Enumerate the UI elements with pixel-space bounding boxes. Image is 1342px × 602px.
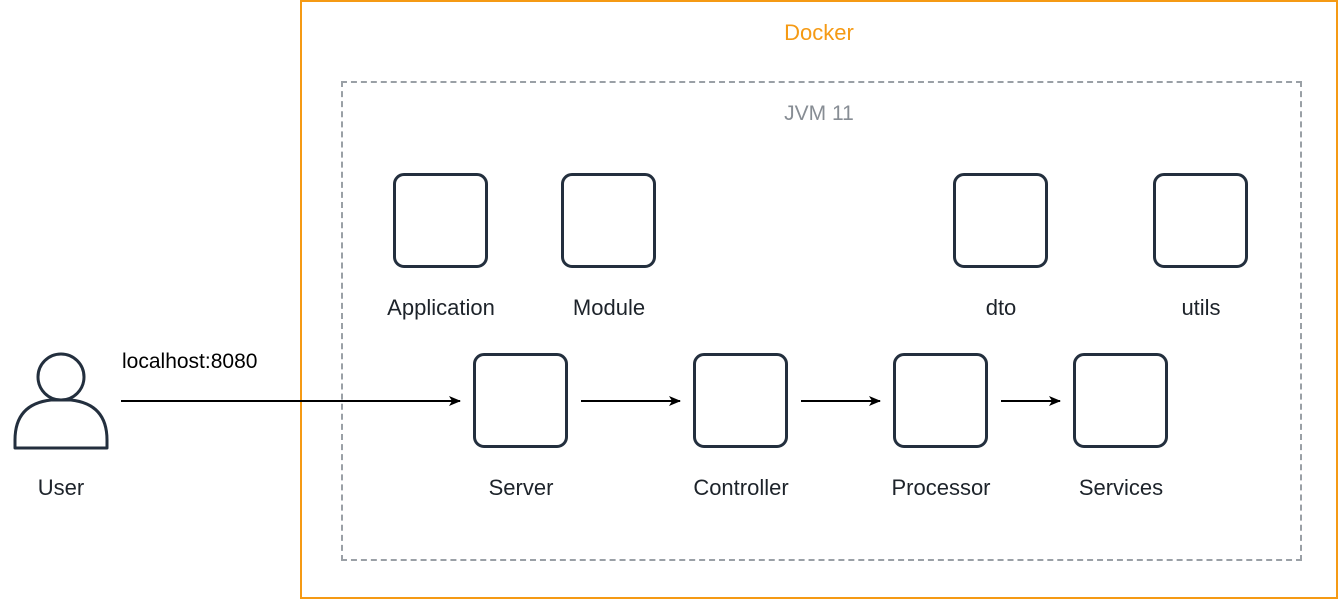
utils-node: [1153, 173, 1248, 268]
processor-node: [893, 353, 988, 448]
dto-node: [953, 173, 1048, 268]
docker-title: Docker: [784, 20, 854, 45]
application-node: [393, 173, 488, 268]
services-node: [1073, 353, 1168, 448]
utils-label: utils: [1181, 295, 1221, 320]
connection-label: localhost:8080: [122, 350, 258, 373]
processor-label: Processor: [891, 475, 991, 500]
jvm-container: [341, 81, 1302, 561]
server-label: Server: [488, 475, 554, 500]
dto-label: dto: [985, 295, 1017, 320]
user-icon: [13, 352, 109, 450]
server-node: [473, 353, 568, 448]
module-node: [561, 173, 656, 268]
application-label: Application: [387, 295, 495, 320]
module-label: Module: [572, 295, 646, 320]
user-label: User: [37, 475, 85, 500]
services-label: Services: [1078, 475, 1164, 500]
jvm-title: JVM 11: [784, 102, 854, 125]
controller-node: [693, 353, 788, 448]
docker-container: [300, 0, 1338, 599]
controller-label: Controller: [693, 475, 789, 500]
